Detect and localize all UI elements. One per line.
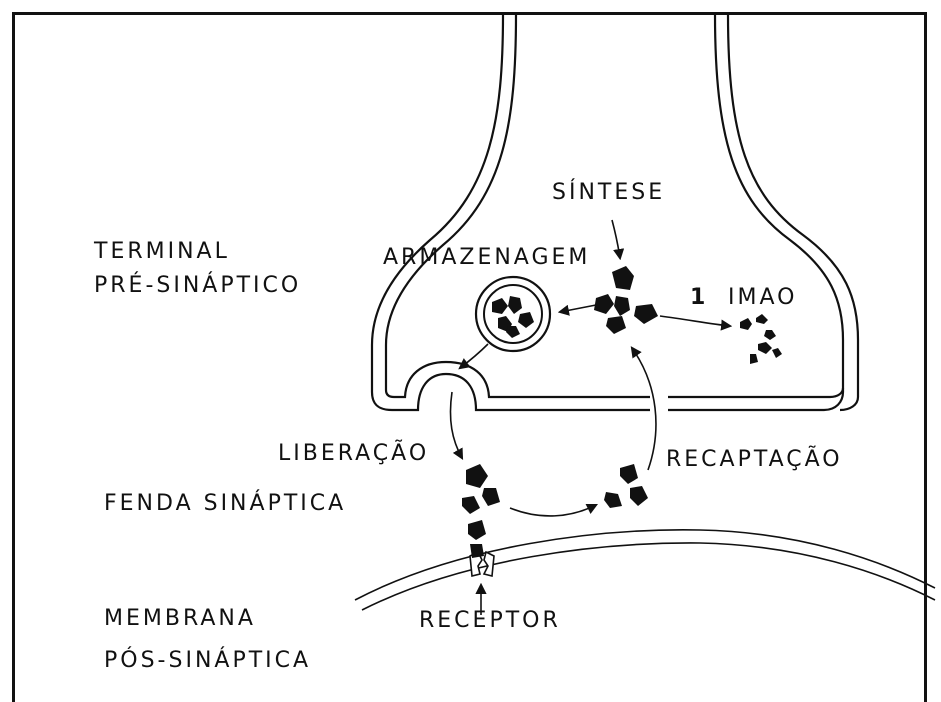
neurotransmitter-cluster [594,266,658,334]
postsynaptic-membrane [355,530,935,610]
storage-vesicle [476,277,550,351]
label-imao: IMAO [728,285,797,310]
reuptake-neurotransmitter [604,464,648,508]
label-membrana: MEMBRANA [104,606,256,631]
label-armazenagem: ARMAZENAGEM [383,245,590,270]
label-pre-sinaptico: PRÉ-SINÁPTICO [94,272,301,298]
label-liberacao: LIBERAÇÃO [278,439,429,466]
label-imao-number: 1 [690,285,705,310]
metabolized-fragments [740,314,782,364]
label-pos-sinaptica: PÓS-SINÁPTICA [104,647,311,673]
label-recaptacao: RECAPTAÇÃO [666,445,843,472]
label-sintese: SÍNTESE [552,179,665,205]
presynaptic-terminal [372,14,858,410]
label-fenda-sinaptica: FENDA SINÁPTICA [104,490,346,516]
label-terminal: TERMINAL [93,239,230,264]
label-receptor: RECEPTOR [419,608,561,633]
released-neurotransmitter [462,464,500,558]
